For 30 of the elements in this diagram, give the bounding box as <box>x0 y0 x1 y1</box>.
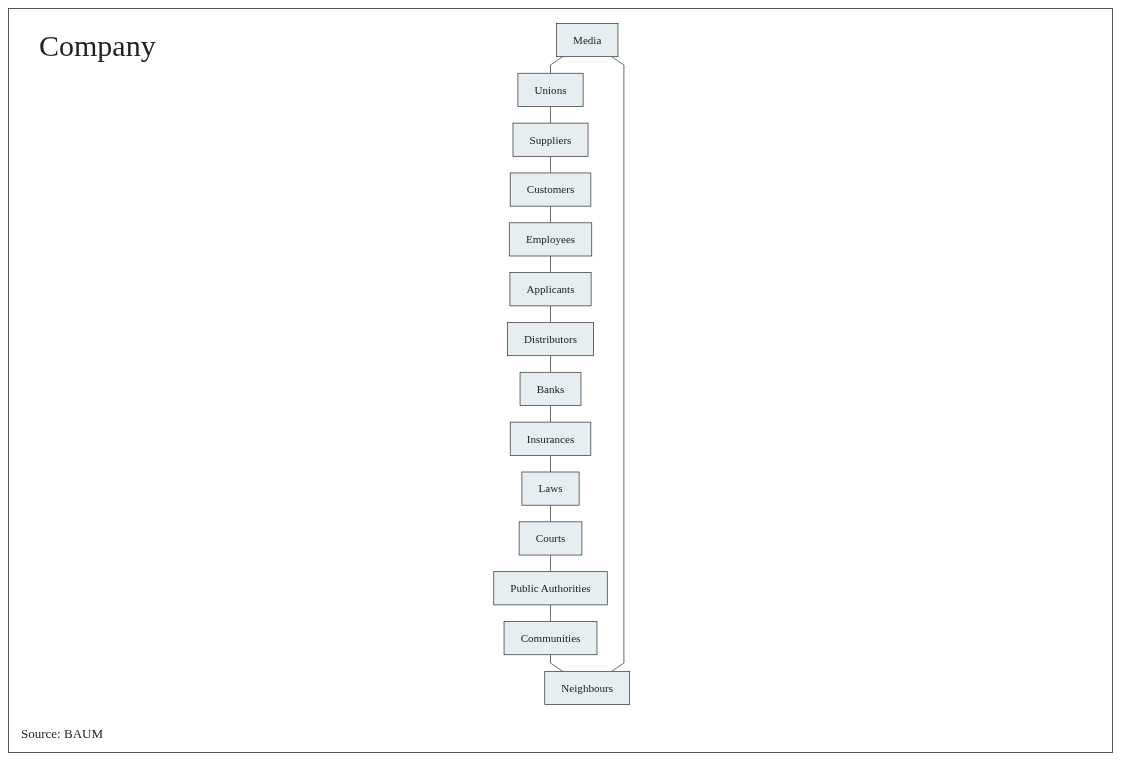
node-box: Distributors <box>506 322 594 357</box>
connector <box>549 156 551 174</box>
connector <box>549 654 563 672</box>
connector <box>611 56 625 672</box>
connector <box>549 405 551 423</box>
node-box: Courts <box>518 521 583 556</box>
connector <box>549 255 551 273</box>
node-box: Banks <box>519 371 582 406</box>
connector <box>549 604 551 622</box>
connector <box>549 56 563 74</box>
node-box: Insurances <box>509 421 591 456</box>
node-box: Communities <box>503 621 598 656</box>
connector <box>549 504 551 523</box>
node-box: Public Authorities <box>493 571 608 606</box>
connector <box>549 355 551 373</box>
connector <box>549 205 551 224</box>
connector <box>549 305 551 323</box>
node-box: Applicants <box>509 272 592 307</box>
node-box: Media <box>555 23 619 57</box>
connector <box>549 554 551 572</box>
connector <box>549 106 551 124</box>
connector <box>549 455 551 473</box>
node-box: Suppliers <box>512 122 589 157</box>
node-box: Customers <box>509 172 591 207</box>
node-box: Neighbours <box>544 671 630 705</box>
node-box: Unions <box>517 72 584 107</box>
node-box: Employees <box>508 222 592 257</box>
center-label: Company <box>39 29 156 63</box>
source-caption: Source: BAUM <box>21 726 103 742</box>
node-box: Laws <box>521 471 580 506</box>
